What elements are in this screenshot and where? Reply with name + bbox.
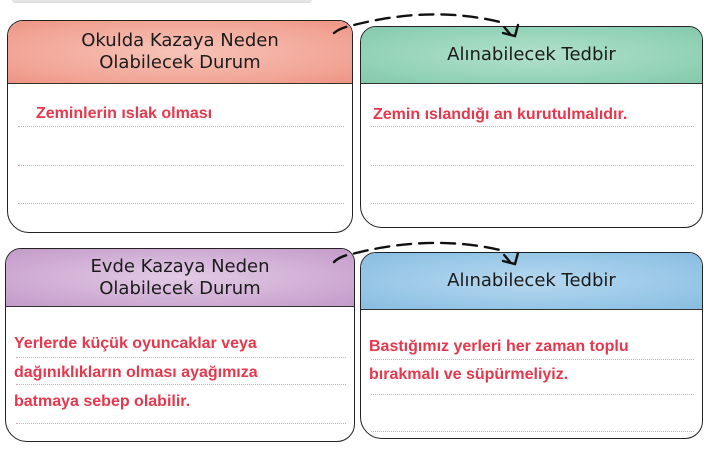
home-measure-box: Alınabilecek Tedbir Bastığımız yerleri h… bbox=[360, 252, 703, 439]
school-cause-title-line2: Olabilecek Durum bbox=[99, 52, 261, 73]
writing-line bbox=[18, 203, 344, 204]
writing-line bbox=[371, 203, 694, 204]
writing-line bbox=[16, 384, 346, 385]
answer-line: batmaya sebep olabilir. bbox=[14, 393, 191, 410]
answer-line: Yerlerde küçük oyuncaklar veya bbox=[14, 335, 257, 352]
writing-line bbox=[18, 165, 344, 166]
writing-line bbox=[371, 165, 694, 166]
school-measure-answer[interactable]: Zemin ıslandığı an kurutulmalıdır. bbox=[373, 106, 628, 123]
answer-line: bırakmalı ve süpürmeliyiz. bbox=[369, 366, 569, 383]
writing-line bbox=[16, 357, 346, 358]
school-measure-box: Alınabilecek Tedbir Zemin ıslandığı an k… bbox=[360, 26, 703, 228]
home-cause-title-line2: Olabilecek Durum bbox=[99, 277, 261, 299]
writing-line bbox=[16, 423, 346, 424]
home-cause-answer[interactable]: Yerlerde küçük oyuncaklar veya dağınıklı… bbox=[14, 329, 348, 416]
cropped-instruction-text bbox=[12, 0, 312, 3]
school-measure-title: Alınabilecek Tedbir bbox=[447, 44, 616, 65]
home-cause-title-line1: Evde Kazaya Neden bbox=[90, 255, 270, 277]
writing-line bbox=[371, 359, 694, 360]
writing-line bbox=[18, 126, 344, 127]
school-measure-header: Alınabilecek Tedbir bbox=[361, 27, 702, 84]
answer-line: dağınıklıkların olması ayağımıza bbox=[14, 364, 258, 381]
school-cause-title-line1: Okulda Kazaya Neden bbox=[81, 30, 279, 51]
home-measure-header: Alınabilecek Tedbir bbox=[361, 253, 702, 310]
school-cause-answer[interactable]: Zeminlerin ıslak olması bbox=[36, 105, 213, 122]
writing-line bbox=[371, 126, 694, 127]
home-measure-title: Alınabilecek Tedbir bbox=[447, 270, 616, 291]
home-measure-answer[interactable]: Bastığımız yerleri her zaman toplu bırak… bbox=[369, 333, 696, 389]
writing-line bbox=[371, 431, 694, 432]
answer-line: Bastığımız yerleri her zaman toplu bbox=[369, 338, 629, 355]
writing-line bbox=[371, 394, 694, 395]
